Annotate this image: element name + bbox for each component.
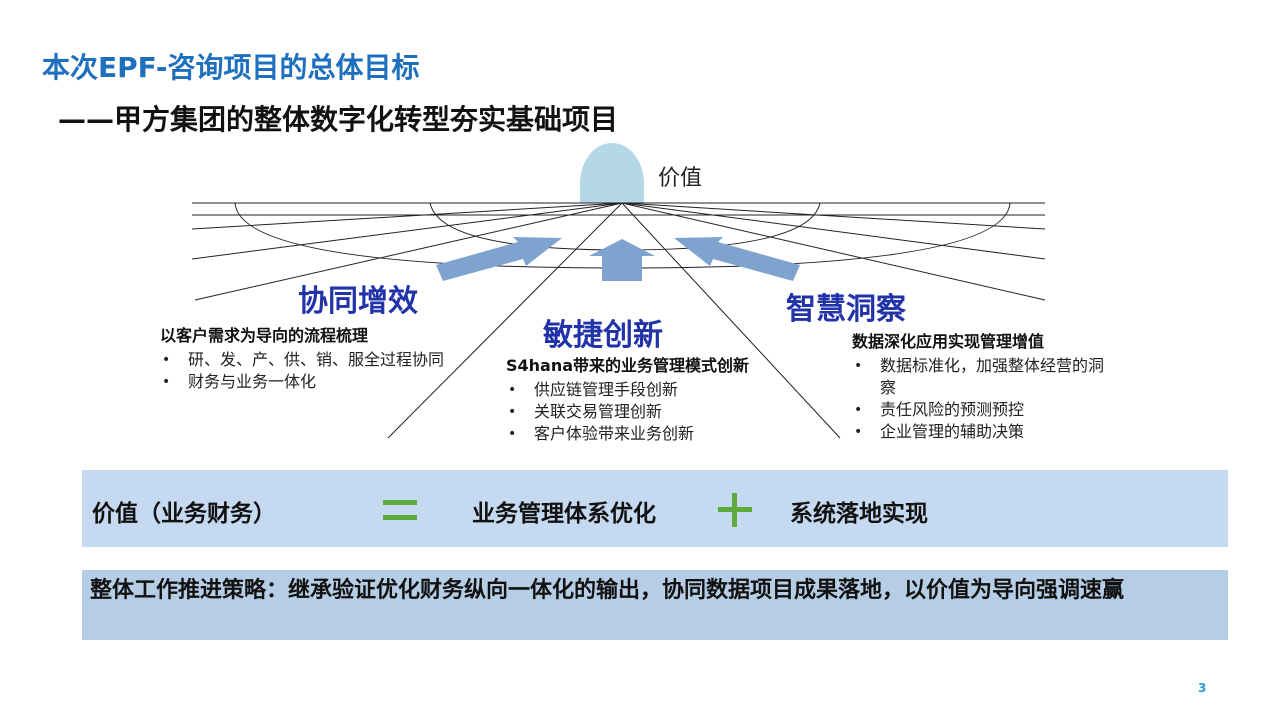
strategy-text: 整体工作推进策略：继承验证优化财务纵向一体化的输出，协同数据项目成果落地，以价值… [90,578,1125,603]
value-dome [580,143,644,203]
bullet-item: 企业管理的辅助决策 [852,421,1112,443]
equals-icon [383,496,417,524]
radiating-lines [191,202,1046,439]
arrow-center [589,239,655,281]
equation-bar: 价值（业务财务） 业务管理体系优化 系统落地实现 [82,470,1228,547]
plus-icon [718,493,752,527]
arrow-right [674,237,800,281]
bullet-item: 责任风险的预测预控 [852,399,1112,421]
pillar-insight-title: 智慧洞察 [786,292,906,327]
bullet-item: 财务与业务一体化 [160,371,460,393]
equation-left: 价值（业务财务） [92,501,276,527]
bullet-item: 供应链管理手段创新 [506,379,756,401]
pillar-collaboration-title: 协同增效 [298,284,418,319]
arrow-left [436,237,562,281]
page-subtitle: ——甲方集团的整体数字化转型夯实基础项目 [58,103,619,136]
pillar-agile-title: 敏捷创新 [543,318,663,353]
page-title: 本次EPF-咨询项目的总体目标 [42,51,420,84]
value-label: 价值 [658,166,703,191]
block-heading: S4hana带来的业务管理模式创新 [506,356,750,375]
block-heading: 以客户需求为导向的流程梳理 [160,326,369,345]
pillar-insight-block: 数据深化应用实现管理增值 数据标准化，加强整体经营的洞察 责任风险的预测预控 企… [852,331,1112,443]
bullet-item: 关联交易管理创新 [506,401,756,423]
bullet-item: 数据标准化，加强整体经营的洞察 [852,355,1112,399]
strategy-bar: 整体工作推进策略：继承验证优化财务纵向一体化的输出，协同数据项目成果落地，以价值… [82,570,1228,640]
page-number: 3 [1198,681,1207,695]
bullet-item: 研、发、产、供、销、服全过程协同 [160,349,460,371]
pillar-agile-block: S4hana带来的业务管理模式创新 供应链管理手段创新 关联交易管理创新 客户体… [506,355,756,445]
equation-right: 系统落地实现 [790,501,928,527]
block-heading: 数据深化应用实现管理增值 [852,332,1045,351]
bullet-item: 客户体验带来业务创新 [506,423,756,445]
equation-middle: 业务管理体系优化 [472,501,656,527]
pillar-collaboration-block: 以客户需求为导向的流程梳理 研、发、产、供、销、服全过程协同 财务与业务一体化 [160,325,460,393]
